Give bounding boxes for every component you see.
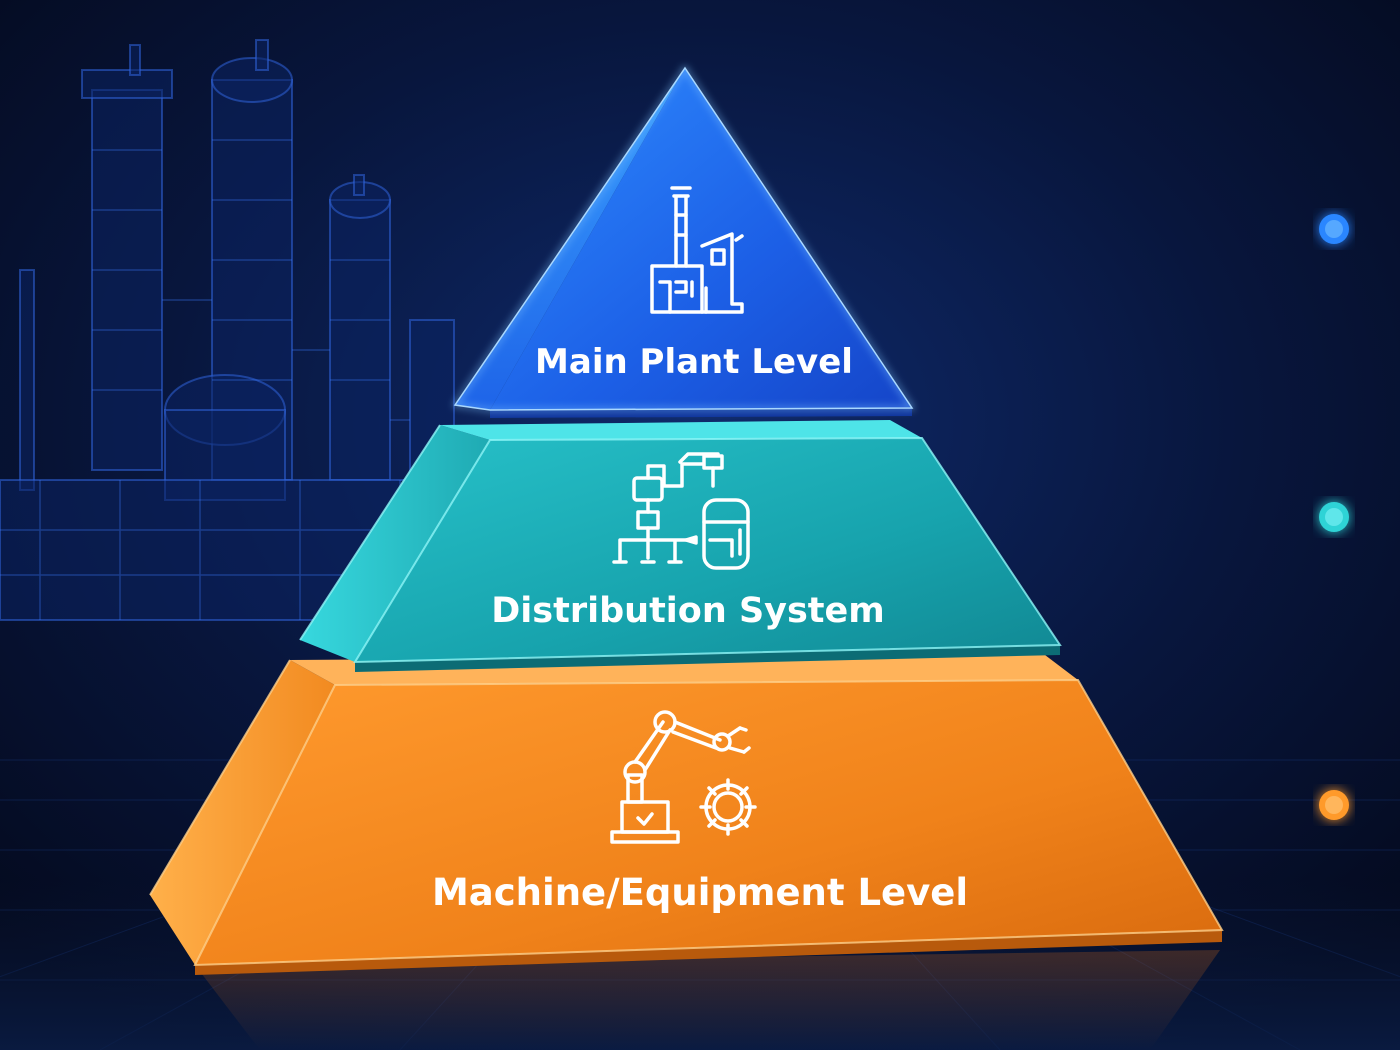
tier-machine-equipment: Machine/Equipment Level: [149, 655, 1224, 975]
connector-middle: [985, 502, 1349, 532]
tier-main-plant-label: Main Plant Level: [535, 342, 853, 382]
connector-bottom: [1155, 790, 1349, 820]
tier-distribution-system-label: Distribution System: [491, 591, 885, 631]
factory-icon: [650, 186, 744, 314]
tier-main-plant: Main Plant Level: [452, 65, 915, 418]
robot-arm-gear-icon: [610, 710, 757, 844]
tier-distribution-system: Distribution System: [299, 420, 1062, 672]
connector-top: [800, 214, 1349, 244]
tier-machine-equipment-label: Machine/Equipment Level: [432, 871, 968, 914]
distribution-piping-icon: [612, 452, 750, 570]
